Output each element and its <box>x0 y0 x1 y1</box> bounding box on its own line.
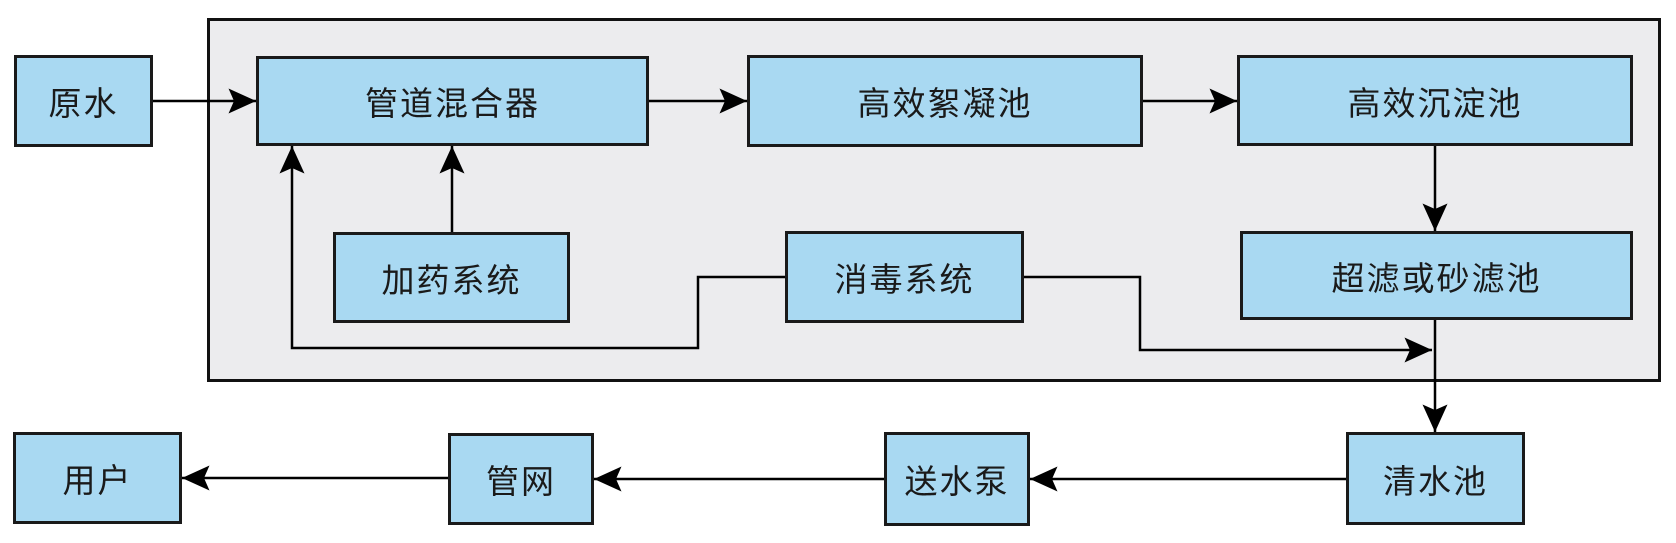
node-label: 送水泵 <box>904 462 1010 501</box>
node-clear-water-tank: 清水池 <box>1346 432 1525 525</box>
node-dosing-system: 加药系统 <box>333 232 570 323</box>
node-raw-water: 原水 <box>14 55 153 147</box>
edge-disinfection-to-mixer <box>279 146 785 350</box>
node-label: 高效絮凝池 <box>857 84 1033 123</box>
node-flocculation-tank: 高效絮凝池 <box>747 55 1143 147</box>
node-sedimentation-tank: 高效沉淀池 <box>1237 55 1633 146</box>
node-pipe-mixer: 管道混合器 <box>256 56 649 146</box>
node-label: 超滤或砂滤池 <box>1331 258 1542 298</box>
edge-disinfection-to-filter-outlet <box>1024 275 1432 363</box>
node-label: 加药系统 <box>381 260 522 300</box>
node-label: 原水 <box>48 84 119 123</box>
node-label: 清水池 <box>1383 461 1488 501</box>
node-pipe-network: 管网 <box>448 433 594 525</box>
node-water-supply-pump: 送水泵 <box>884 432 1030 526</box>
node-filter-tank: 超滤或砂滤池 <box>1240 231 1633 320</box>
node-disinfection-system: 消毒系统 <box>785 231 1024 323</box>
node-label: 用户 <box>62 461 133 500</box>
node-label: 管道混合器 <box>365 84 540 123</box>
node-label: 消毒系统 <box>834 260 975 299</box>
node-label: 高效沉淀池 <box>1347 83 1523 123</box>
node-user: 用户 <box>13 432 182 524</box>
node-label: 管网 <box>486 462 556 501</box>
